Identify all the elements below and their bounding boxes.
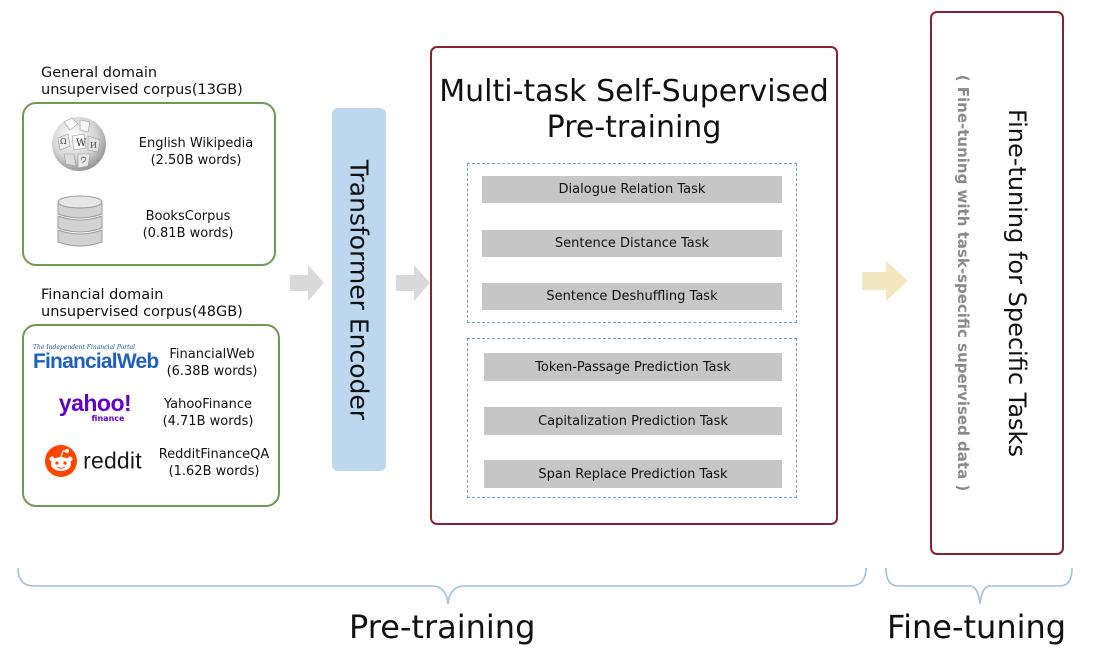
pretraining-title-line1: Multi-task Self-Supervised [439,74,829,109]
financial-corpus-label-line1: Financial domain [41,287,164,303]
financial-corpus-label-line2: unsupervised corpus [41,304,192,320]
source-words: (4.71B words) [162,414,254,429]
yahoo-logo-finance: finance [91,414,125,423]
task-span-replace-prediction: Span Replace Prediction Task [484,460,782,488]
pretraining-title-line2: Pre-training [546,110,722,145]
wikipedia-globe-icon: W Ω И ウ [50,112,108,178]
yahoo-finance-logo: yahoo! finance [50,392,140,424]
transformer-encoder-block: Transformer Encoder [332,108,386,471]
financialweb-logo: The Independent Financial Portal Financi… [33,344,168,373]
pretraining-panel: Multi-task Self-Supervised Pre-training … [430,46,838,525]
general-corpus-box: W Ω И ウ English Wikipedia (2.50B words) … [22,102,276,266]
task-group-1: Dialogue Relation Task Sentence Distance… [467,163,797,323]
source-words: (1.62B words) [168,464,260,479]
pretraining-brace [17,567,867,605]
source-financialweb: FinancialWeb (6.38B words) [162,346,262,380]
finetuning-subtitle: ( Fine-tuning with task-specific supervi… [954,74,972,492]
finetuning-brace [885,567,1073,605]
general-corpus-size: (13GB) [191,82,243,98]
reddit-logo-text: reddit [83,447,142,474]
general-corpus-label: General domain unsupervised corpus(13GB) [41,65,243,99]
financial-corpus-box: The Independent Financial Portal Financi… [22,324,280,507]
phase-label-pretraining: Pre-training [349,608,536,646]
finetuning-title: Fine-tuning for Specific Tasks [1003,109,1031,457]
task-sentence-distance: Sentence Distance Task [482,230,782,257]
financial-corpus-label: Financial domain unsupervised corpus(48G… [41,287,243,321]
database-cylinder-icon [56,194,104,254]
svg-text:Ω: Ω [60,137,67,146]
svg-text:W: W [76,138,87,149]
source-name: BooksCorpus [145,209,231,224]
task-sentence-deshuffling: Sentence Deshuffling Task [482,283,782,310]
source-name: YahooFinance [164,397,252,412]
yahoo-logo-text: yahoo! [58,390,132,416]
finetuning-panel: Fine-tuning for Specific Tasks ( Fine-tu… [930,11,1064,555]
svg-text:И: И [90,141,97,150]
financialweb-logo-tagline: The Independent Financial Portal [33,344,136,351]
source-redditfinanceqa: RedditFinanceQA (1.62B words) [156,446,272,480]
arrow-right-icon [862,261,908,301]
task-dialogue-relation: Dialogue Relation Task [482,176,782,203]
task-capitalization-prediction: Capitalization Prediction Task [484,407,782,435]
arrow-right-icon [290,265,324,301]
general-corpus-label-line1: General domain [41,65,158,81]
general-corpus-label-line2: unsupervised corpus [41,82,192,98]
transformer-encoder-label: Transformer Encoder [344,159,374,420]
reddit-snoo-icon [45,445,77,477]
source-words: (2.50B words) [150,153,242,168]
source-words: (6.38B words) [166,364,258,379]
source-yahoofinance: YahooFinance (4.71B words) [158,396,258,430]
source-english-wikipedia: English Wikipedia (2.50B words) [136,135,256,169]
svg-text:ウ: ウ [80,156,87,164]
source-name: FinancialWeb [169,347,255,362]
reddit-logo: reddit [44,444,142,478]
financialweb-logo-text: FinancialWeb [33,350,159,373]
pretraining-title: Multi-task Self-Supervised Pre-training [432,74,836,146]
financial-corpus-size: (48GB) [191,304,243,320]
task-token-passage-prediction: Token-Passage Prediction Task [484,353,782,381]
task-group-2: Token-Passage Prediction Task Capitaliza… [467,338,797,498]
arrow-right-icon [396,265,430,301]
phase-label-finetuning: Fine-tuning [887,608,1067,646]
source-name: RedditFinanceQA [158,447,270,462]
source-words: (0.81B words) [142,226,234,241]
source-name: English Wikipedia [138,136,254,151]
source-bookscorpus: BooksCorpus (0.81B words) [128,208,248,242]
